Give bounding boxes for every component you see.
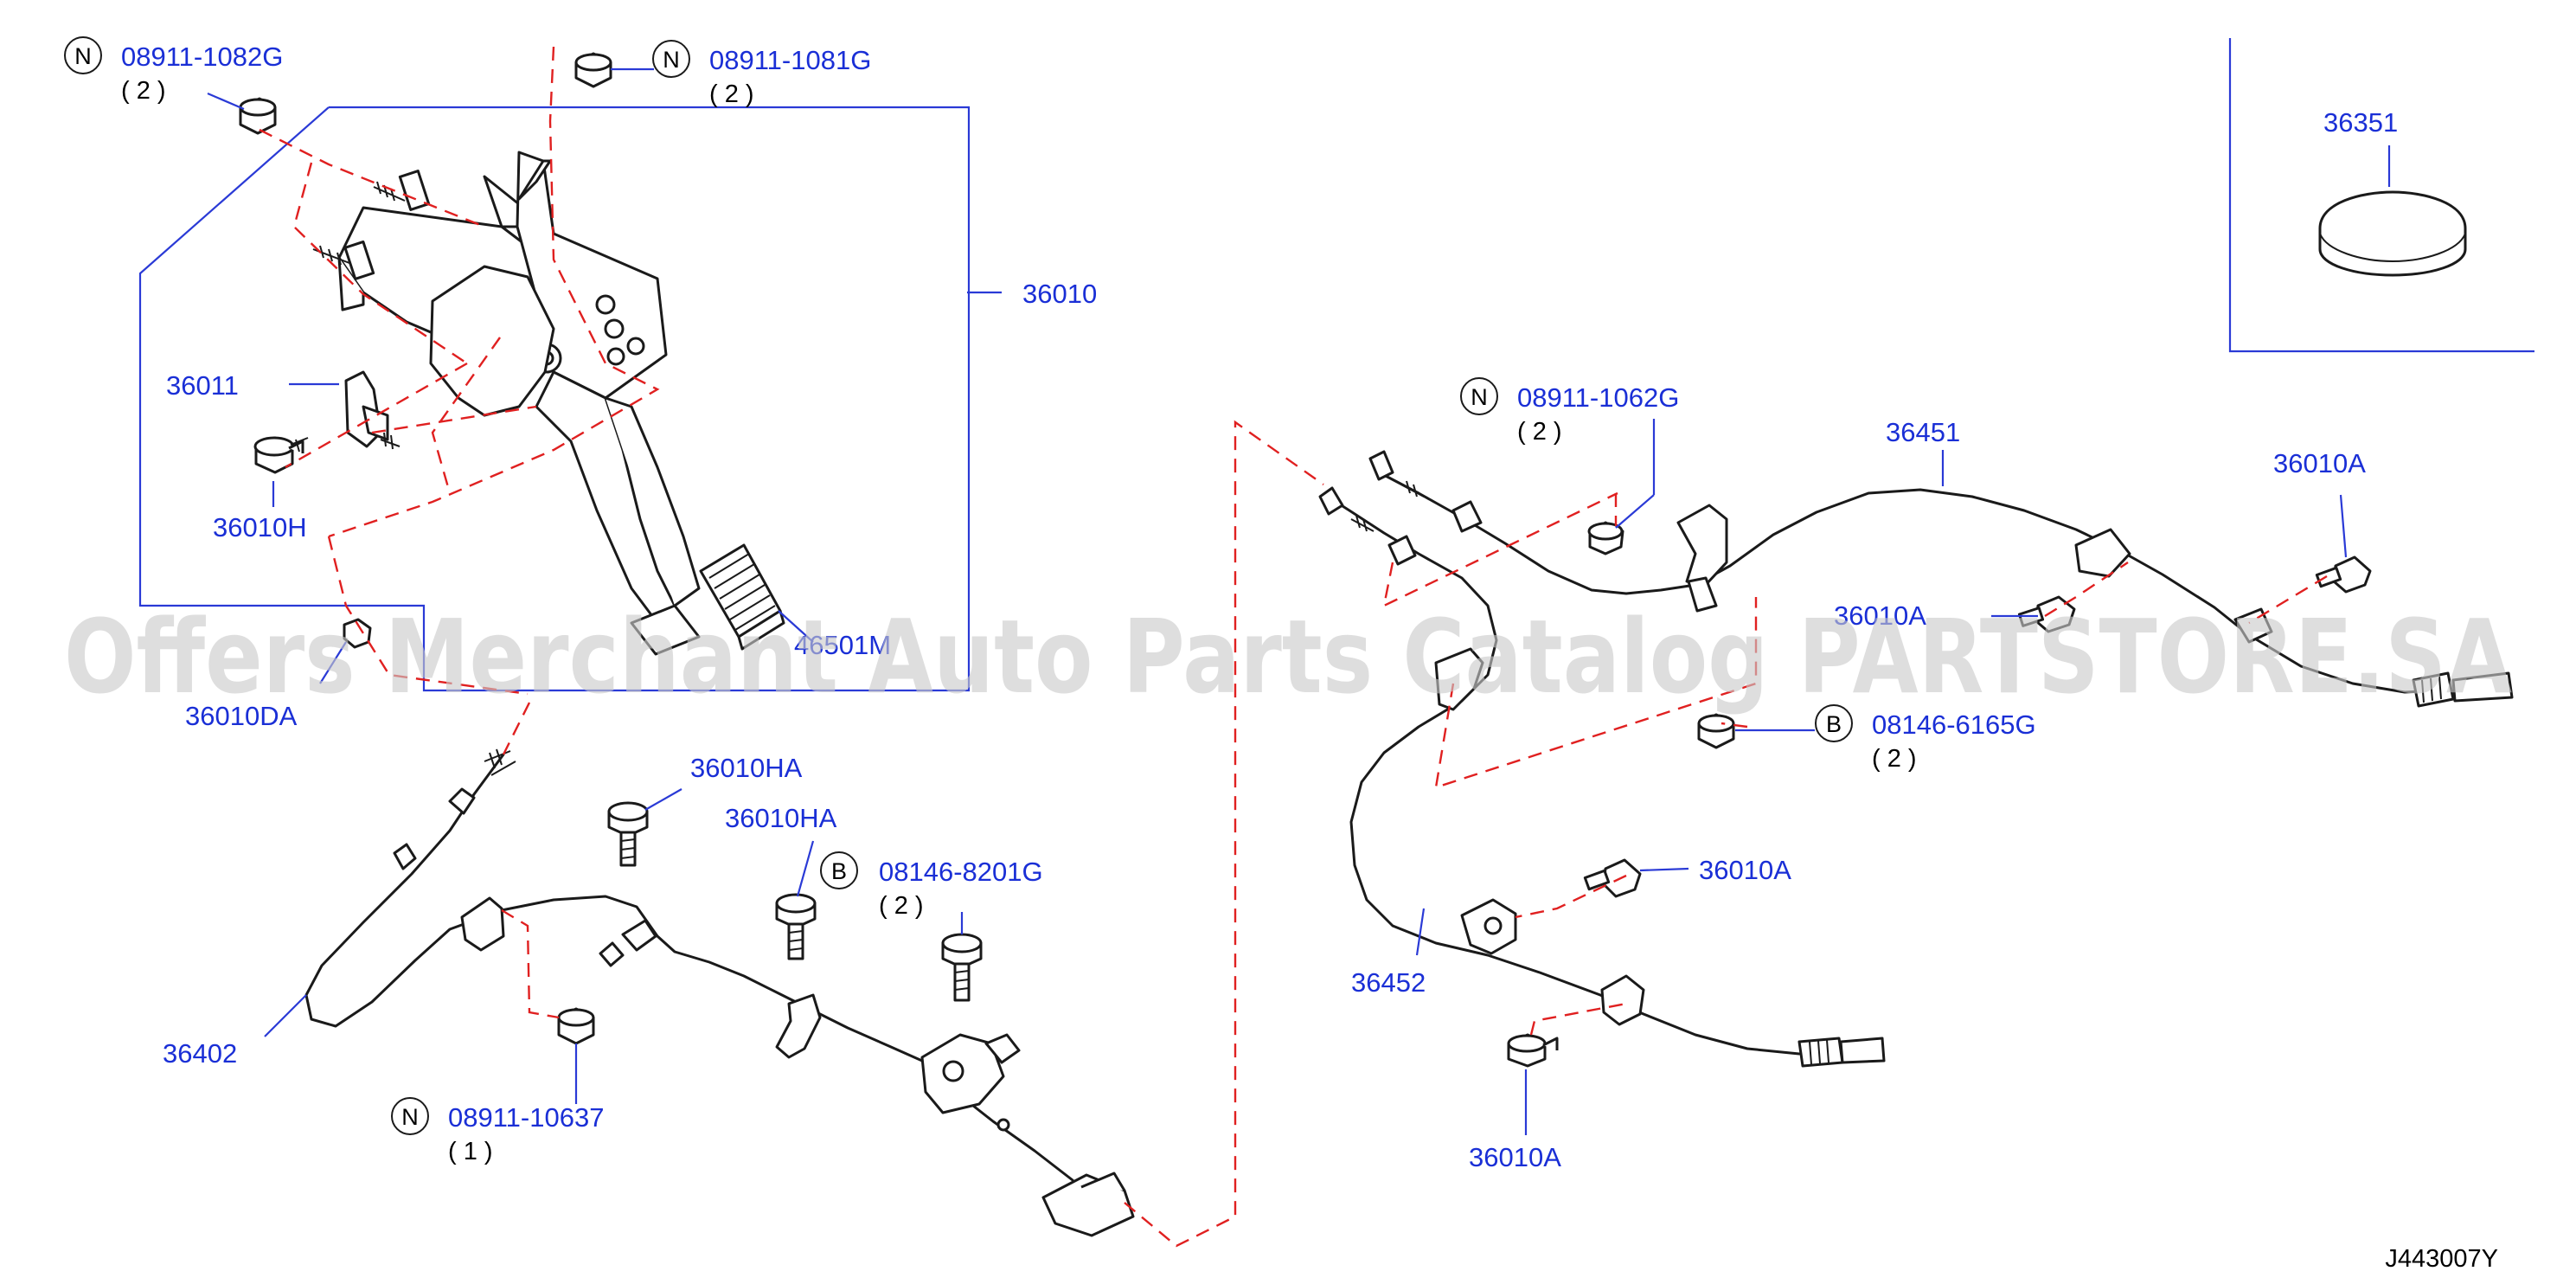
part-label: 08911-1082G: [121, 42, 283, 72]
part-label: 36451: [1886, 417, 1960, 447]
part-label: 36402: [163, 1038, 237, 1069]
part-label: 36010HA: [725, 803, 837, 833]
qty-label: ( 2 ): [709, 80, 754, 108]
symbol-bolt: B: [831, 858, 847, 884]
rear-cable-36452: [1318, 486, 1886, 1068]
part-label: 36010A: [1834, 600, 1926, 631]
symbol-bolt: B: [1826, 711, 1842, 737]
part-label: 36010H: [213, 512, 307, 542]
cap-plug-icon: [2318, 190, 2467, 277]
nut-icon: [574, 52, 612, 88]
part-label: 36010: [1022, 279, 1097, 309]
bolt-icon: [1697, 713, 1735, 749]
bolt-icon: [941, 933, 983, 1002]
watermark: Offers Merchant Auto Parts Catalog PARTS…: [64, 597, 2512, 716]
part-label: 08146-6165G: [1872, 709, 2036, 740]
part-label: 36010A: [1699, 855, 1791, 885]
leader-lines: [207, 67, 2391, 1135]
part-label: 36010HA: [690, 753, 803, 783]
qty-label: ( 1 ): [448, 1138, 493, 1165]
qty-label: ( 2 ): [121, 77, 166, 105]
part-label: 08911-10637: [448, 1102, 604, 1133]
qty-label: ( 2 ): [879, 892, 924, 920]
diagram-reference-code: J443007Y: [2385, 1245, 2498, 1273]
switch-36011: [344, 370, 400, 450]
bolt-icon: [1583, 858, 1642, 898]
nut-icon: [239, 97, 277, 135]
bolt-icon: [775, 893, 817, 960]
rear-cable-36451: [1368, 450, 2514, 708]
symbol-nut: N: [663, 47, 680, 73]
part-labels: 08911-1082G ( 2 ) 08911-1081G ( 2 ) 3601…: [121, 42, 2398, 1172]
bolt-icon: [253, 436, 309, 474]
qty-label: ( 2 ): [1517, 418, 1562, 446]
front-cable-36402: [304, 748, 1135, 1237]
part-label: 08146-8201G: [879, 857, 1043, 887]
part-label: 08911-1062G: [1517, 382, 1679, 413]
part-label: 36452: [1351, 967, 1426, 998]
part-label: 36010A: [1469, 1142, 1561, 1172]
part-label: 36351: [2323, 107, 2398, 138]
bolt-icon: [1507, 1033, 1559, 1068]
bolt-icon: [2315, 555, 2372, 594]
pedal-assembly-frame: [138, 106, 971, 692]
nut-icon: [1587, 521, 1624, 555]
part-label: 46501M: [794, 630, 891, 660]
bolt-icon: [607, 801, 649, 867]
nut-icon: [557, 1007, 595, 1045]
part-label: 36011: [166, 370, 239, 401]
cap-inset-frame: [2228, 38, 2534, 353]
phantom-lines: [259, 46, 2328, 1248]
parking-brake-pedal-assembly: [312, 151, 701, 656]
pedal-pad-46501m: [699, 543, 785, 651]
callout-symbols: N N B N N B: [64, 36, 1853, 1135]
part-label: 08911-1081G: [709, 45, 871, 75]
symbol-nut: N: [1471, 384, 1488, 410]
symbol-nut: N: [401, 1104, 419, 1130]
symbol-nut: N: [74, 43, 92, 69]
part-label: 36010DA: [185, 701, 298, 731]
part-label: 36010A: [2273, 448, 2366, 478]
qty-label: ( 2 ): [1872, 745, 1917, 773]
